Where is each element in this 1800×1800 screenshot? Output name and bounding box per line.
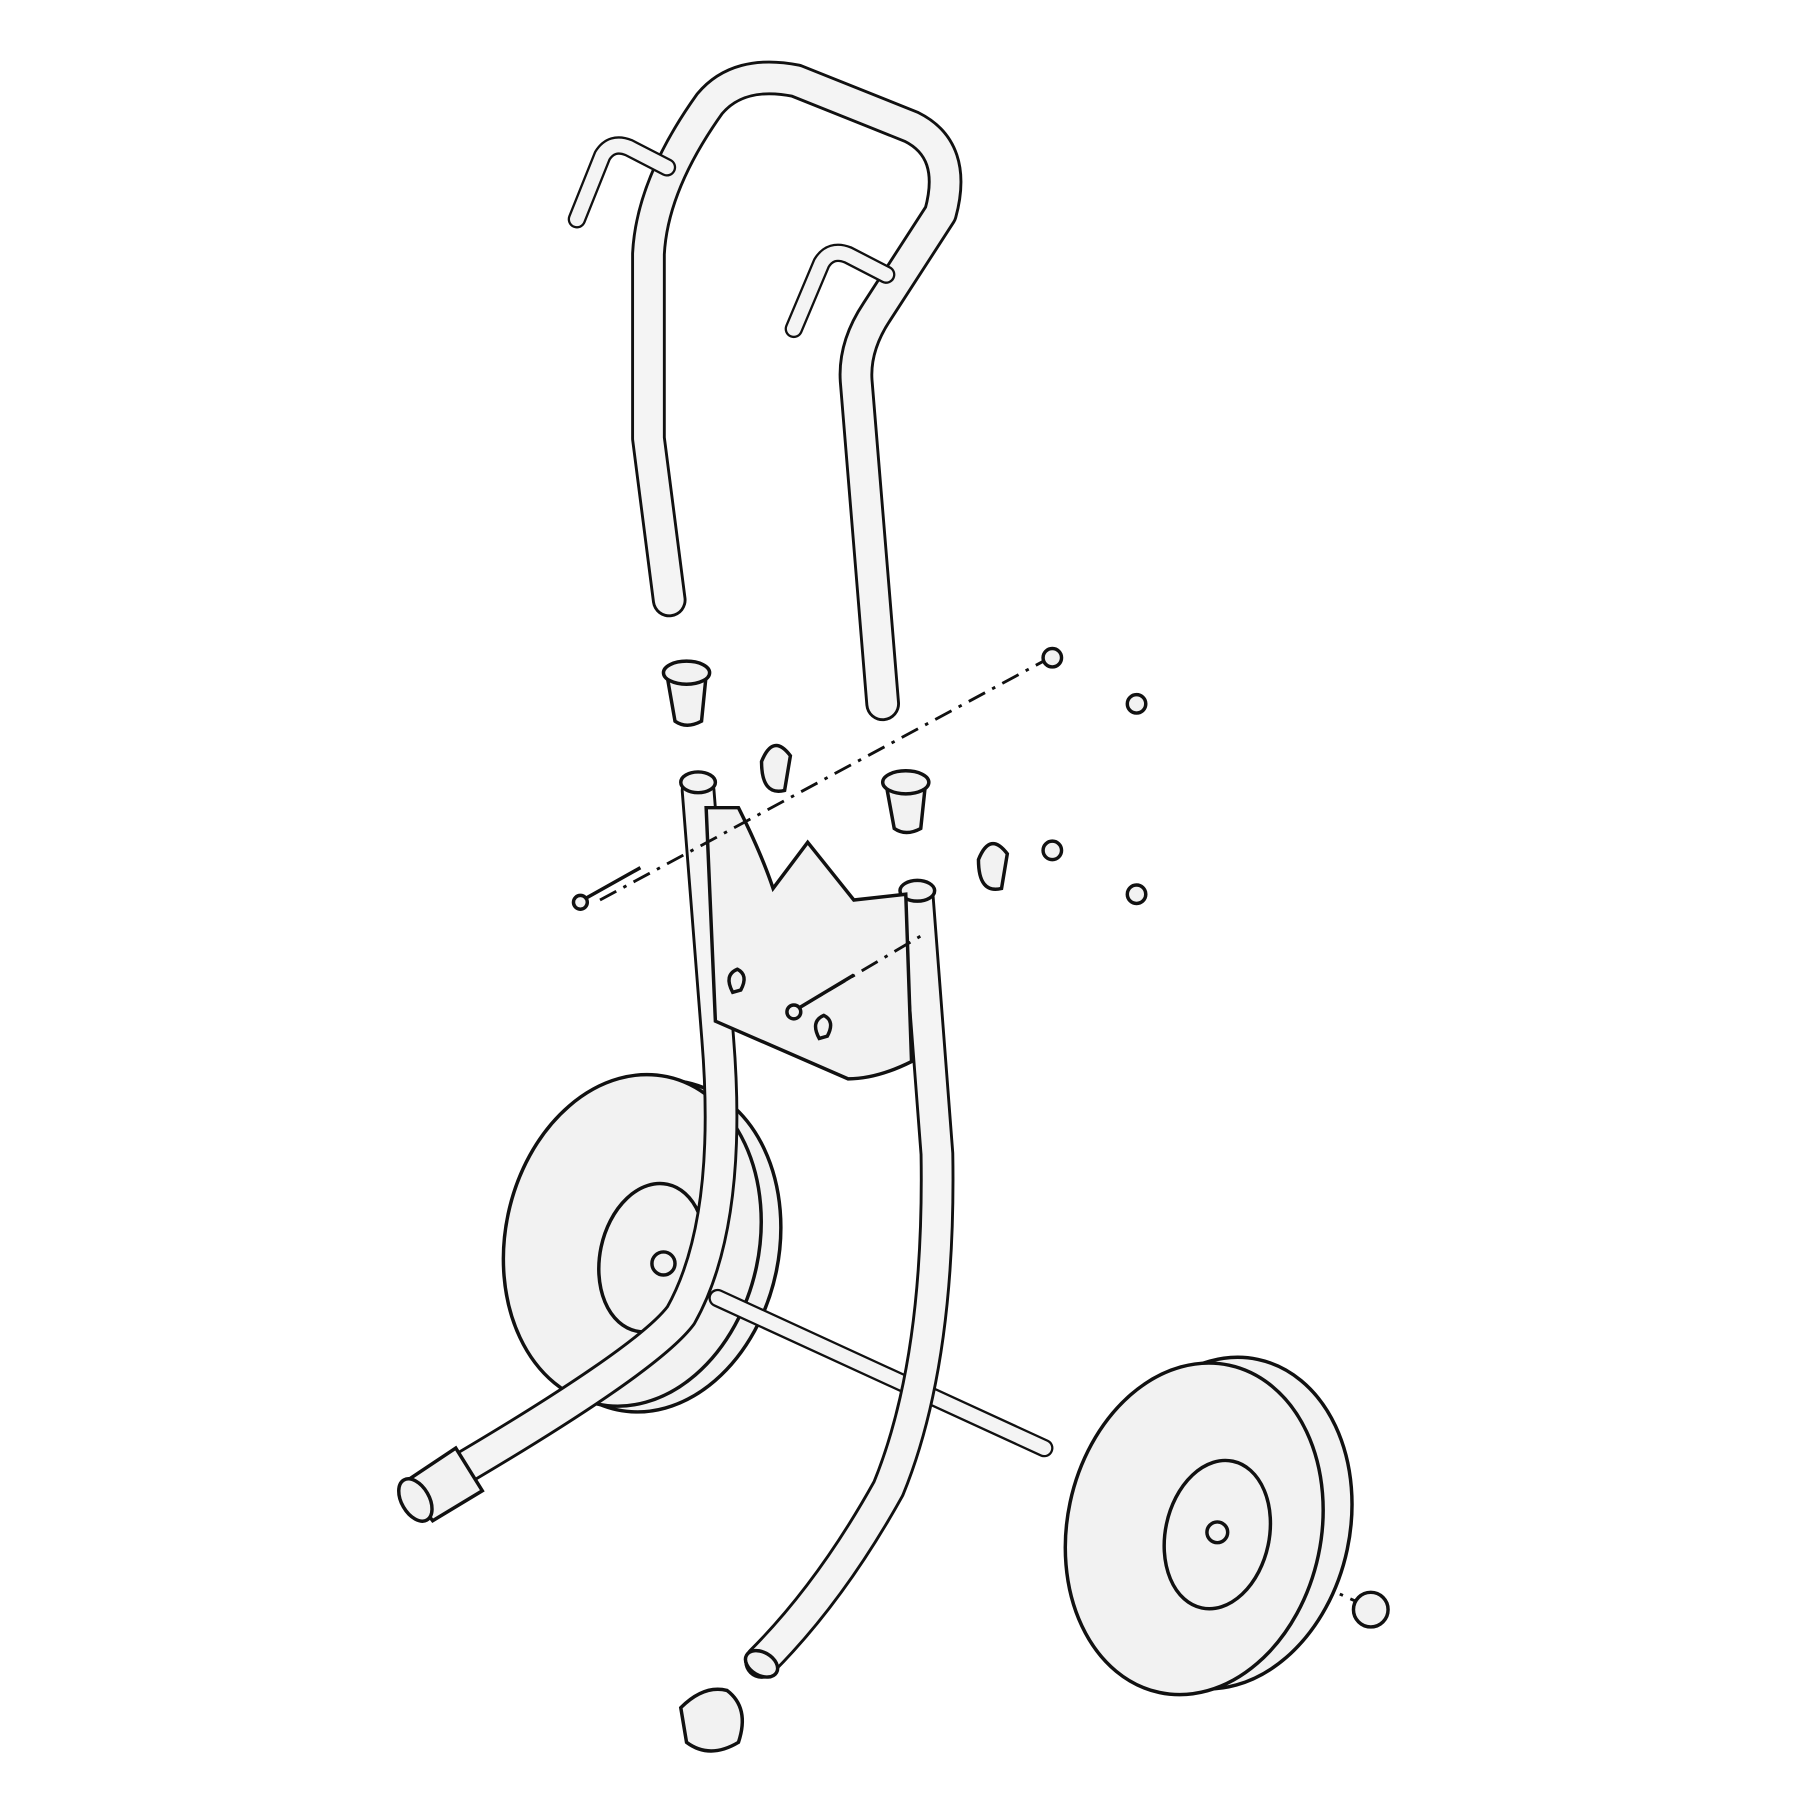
wheel-left (501, 1072, 783, 1414)
nut (1125, 883, 1148, 906)
handle (567, 60, 963, 722)
nut (1041, 646, 1064, 669)
plug-caps (661, 659, 931, 835)
axle (708, 1288, 1054, 1458)
frame-base (421, 770, 955, 1679)
tube-end-right-bottom (743, 1648, 780, 1679)
clip-icon (813, 1013, 833, 1041)
nut (1041, 839, 1064, 862)
clip-icon (727, 967, 746, 995)
axle-cap (1351, 1590, 1390, 1629)
hardware (571, 646, 1363, 1606)
foot-cap-right (678, 1687, 744, 1753)
end-caps (397, 1445, 1390, 1753)
wing-knob-lower (976, 842, 1010, 891)
wheel-right (1063, 1355, 1354, 1697)
tube-end-left-top (679, 770, 718, 795)
tube-end-right-top (898, 878, 937, 903)
bolt-lower (795, 973, 855, 1012)
tube-plug-right (884, 782, 928, 835)
tube-plug-left (664, 673, 709, 727)
nut (1125, 692, 1148, 715)
wing-knob-upper (759, 743, 793, 793)
mounting-plate (704, 805, 914, 1081)
bolt-upper (581, 866, 642, 902)
